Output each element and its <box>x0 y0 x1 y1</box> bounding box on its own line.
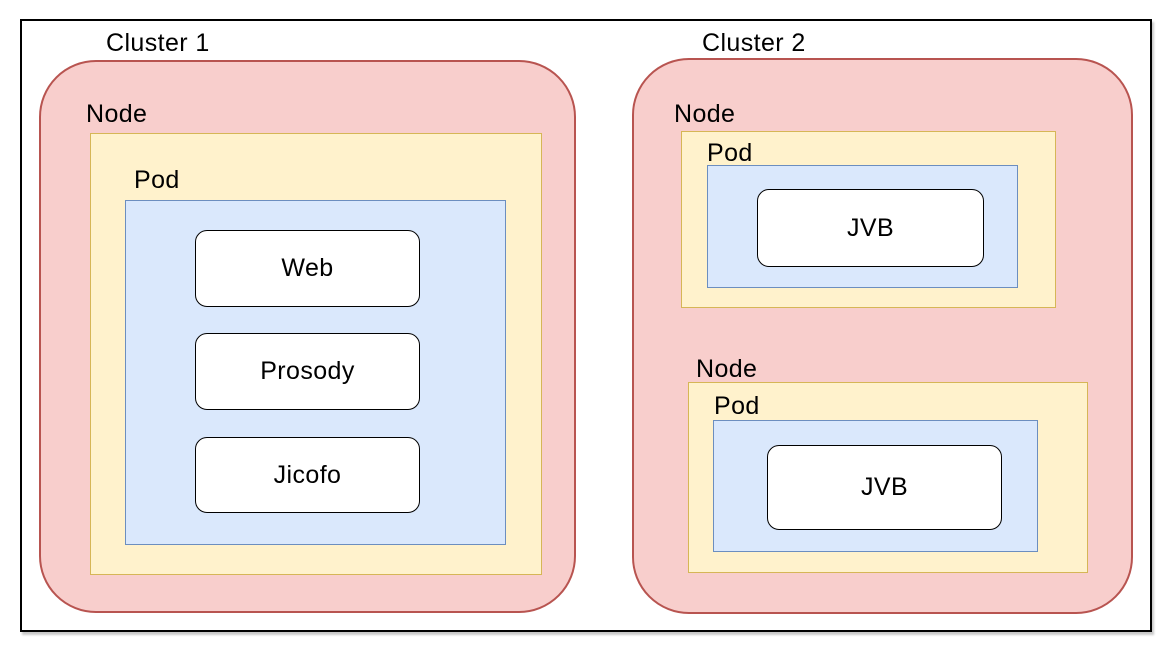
cluster-1-pod-label: Pod <box>134 166 180 194</box>
container-jicofo: Jicofo <box>195 437 420 513</box>
container-jvb-2: JVB <box>767 445 1002 530</box>
cluster-2-node-2-label: Node <box>696 355 758 383</box>
cluster-2-pod-1-label: Pod <box>707 139 753 167</box>
container-jvb-1: JVB <box>757 189 984 267</box>
cluster-1-label: Cluster 1 <box>106 29 210 57</box>
container-prosody: Prosody <box>195 333 420 410</box>
container-web: Web <box>195 230 420 307</box>
cluster-1-node-label: Node <box>86 100 148 128</box>
cluster-2-label: Cluster 2 <box>702 29 806 57</box>
cluster-2-pod-2-label: Pod <box>714 392 760 420</box>
cluster-2-node-1-label: Node <box>674 100 736 128</box>
